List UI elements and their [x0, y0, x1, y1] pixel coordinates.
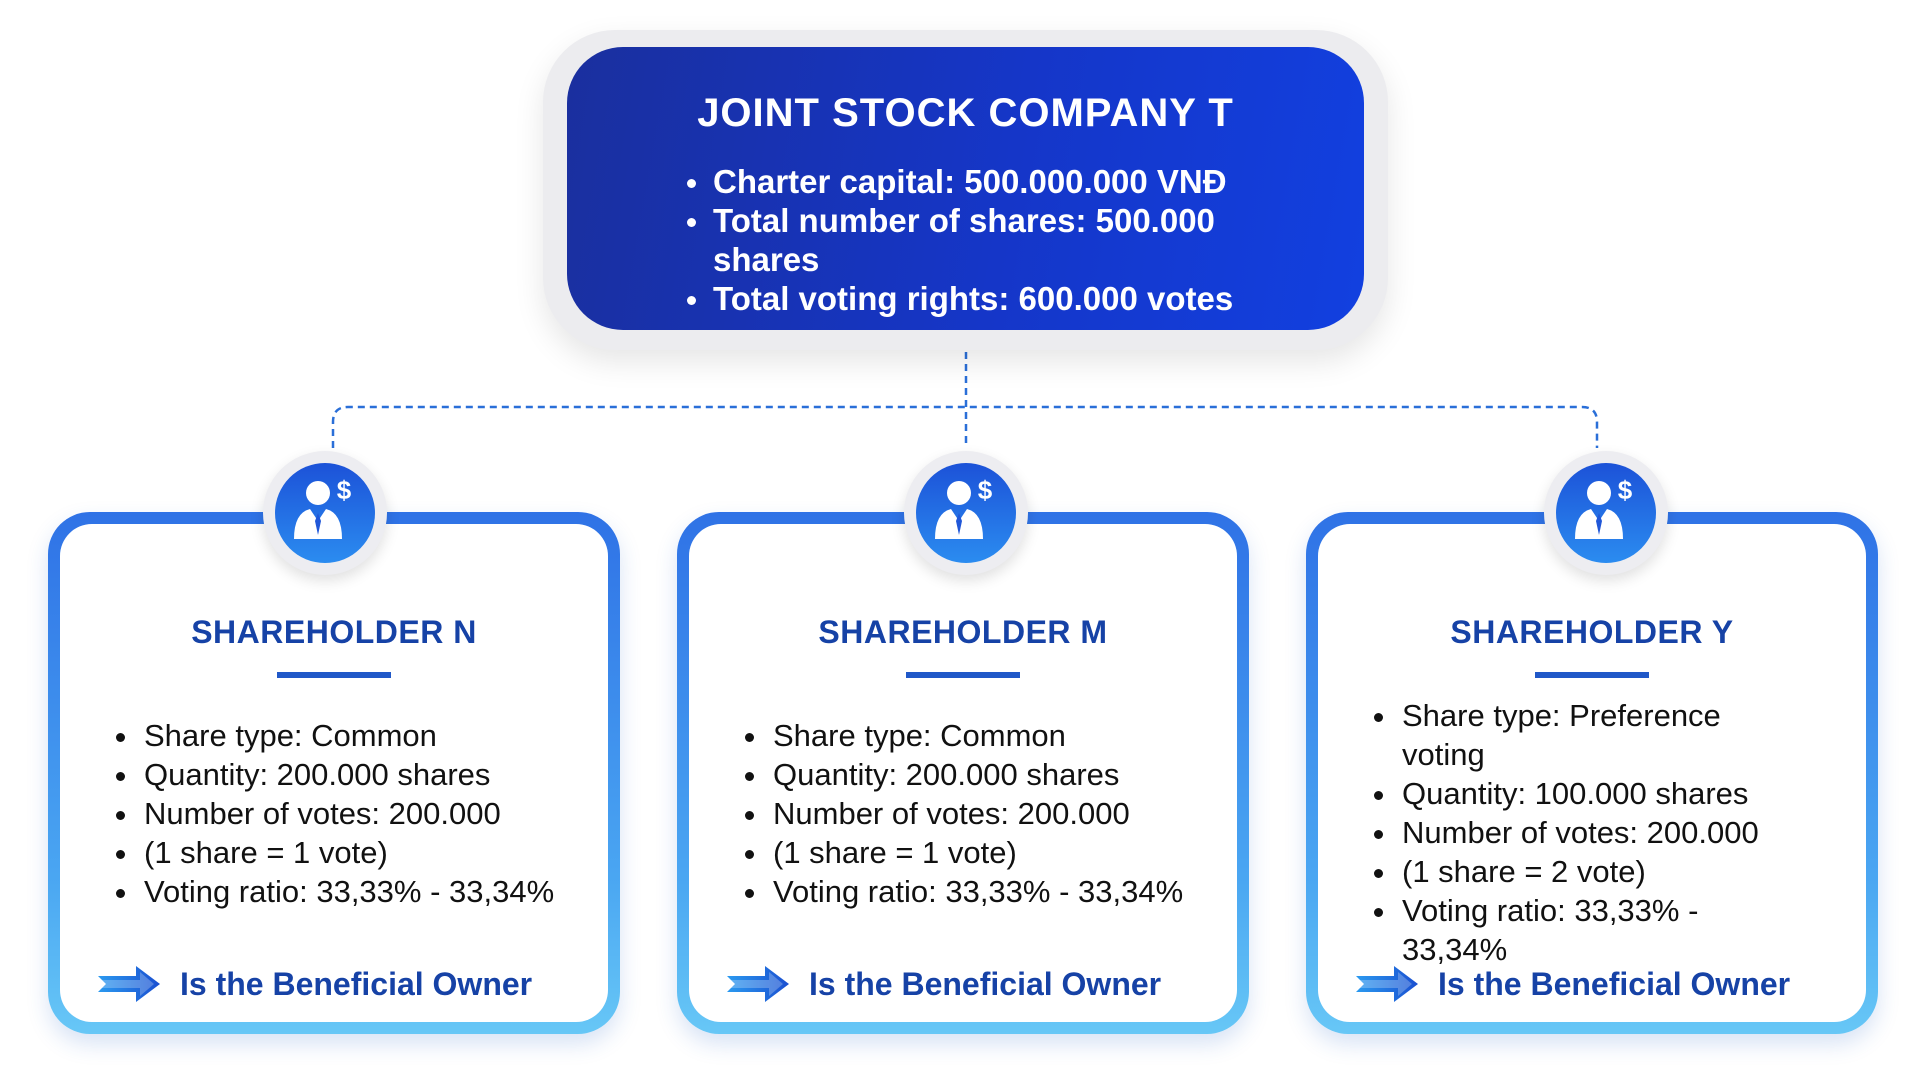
- title-underline: [1535, 672, 1649, 678]
- company-title: JOINT STOCK COMPANY T: [697, 91, 1234, 135]
- card-body: SHAREHOLDER N Share type: Common Quantit…: [60, 524, 608, 1022]
- detail-item: (1 share = 1 vote): [743, 833, 1227, 872]
- beneficial-owner-row: Is the Beneficial Owner: [725, 964, 1161, 1004]
- company-details: Charter capital: 500.000.000 VNĐ Total n…: [627, 162, 1324, 318]
- shareholder-name: SHAREHOLDER N: [191, 614, 477, 650]
- detail-item: (1 share = 1 vote): [114, 833, 598, 872]
- shareholder-name: SHAREHOLDER Y: [1450, 614, 1734, 650]
- detail-item: Number of votes: 200.000: [743, 794, 1227, 833]
- detail-item: Voting ratio: 33,33% - 33,34%: [743, 872, 1227, 911]
- title-underline: [277, 672, 391, 678]
- detail-item: (1 share = 2 vote): [1372, 852, 1796, 891]
- company-detail-item: Total number of shares: 500.000 shares: [687, 201, 1324, 279]
- right-arrow-icon: [1356, 966, 1418, 1002]
- beneficial-owner-label: Is the Beneficial Owner: [809, 965, 1162, 1002]
- shareholder-details: Share type: Preference voting Quantity: …: [1372, 696, 1796, 969]
- detail-item: Share type: Preference voting: [1372, 696, 1796, 774]
- svg-text:$: $: [1618, 475, 1633, 505]
- shareholder-card-y: SHAREHOLDER Y Share type: Preference vot…: [1306, 512, 1878, 1034]
- beneficial-owner-label: Is the Beneficial Owner: [180, 965, 533, 1002]
- beneficial-owner-row: Is the Beneficial Owner: [96, 964, 532, 1004]
- beneficial-owner-row: Is the Beneficial Owner: [1354, 964, 1790, 1004]
- detail-item: Number of votes: 200.000: [114, 794, 598, 833]
- detail-item: Number of votes: 200.000: [1372, 813, 1796, 852]
- shareholder-details: Share type: Common Quantity: 200.000 sha…: [743, 716, 1227, 911]
- shareholder-card-m: SHAREHOLDER M Share type: Common Quantit…: [677, 512, 1249, 1034]
- detail-item: Voting ratio: 33,33% - 33,34%: [114, 872, 598, 911]
- shareholder-dollar-icon: $: [904, 451, 1028, 575]
- detail-item: Share type: Common: [743, 716, 1227, 755]
- card-body: SHAREHOLDER M Share type: Common Quantit…: [689, 524, 1237, 1022]
- detail-item: Quantity: 100.000 shares: [1372, 774, 1796, 813]
- shareholder-card-n: SHAREHOLDER N Share type: Common Quantit…: [48, 512, 620, 1034]
- detail-item: Quantity: 200.000 shares: [743, 755, 1227, 794]
- shareholder-name: SHAREHOLDER M: [818, 614, 1108, 650]
- svg-text:$: $: [978, 475, 993, 505]
- company-box: JOINT STOCK COMPANY T Charter capital: 5…: [567, 47, 1364, 330]
- svg-text:$: $: [337, 475, 352, 505]
- shareholder-dollar-icon: $: [263, 451, 387, 575]
- right-arrow-icon: [727, 966, 789, 1002]
- right-arrow-icon: [98, 966, 160, 1002]
- card-body: SHAREHOLDER Y Share type: Preference vot…: [1318, 524, 1866, 1022]
- title-underline: [906, 672, 1020, 678]
- company-detail-item: Charter capital: 500.000.000 VNĐ: [687, 162, 1324, 201]
- beneficial-owner-label: Is the Beneficial Owner: [1438, 965, 1791, 1002]
- company-detail-item: Total voting rights: 600.000 votes: [687, 279, 1324, 318]
- detail-item: Quantity: 200.000 shares: [114, 755, 598, 794]
- detail-item: Share type: Common: [114, 716, 598, 755]
- shareholder-details: Share type: Common Quantity: 200.000 sha…: [114, 716, 598, 911]
- shareholder-dollar-icon: $: [1544, 451, 1668, 575]
- detail-item: Voting ratio: 33,33% - 33,34%: [1372, 891, 1796, 969]
